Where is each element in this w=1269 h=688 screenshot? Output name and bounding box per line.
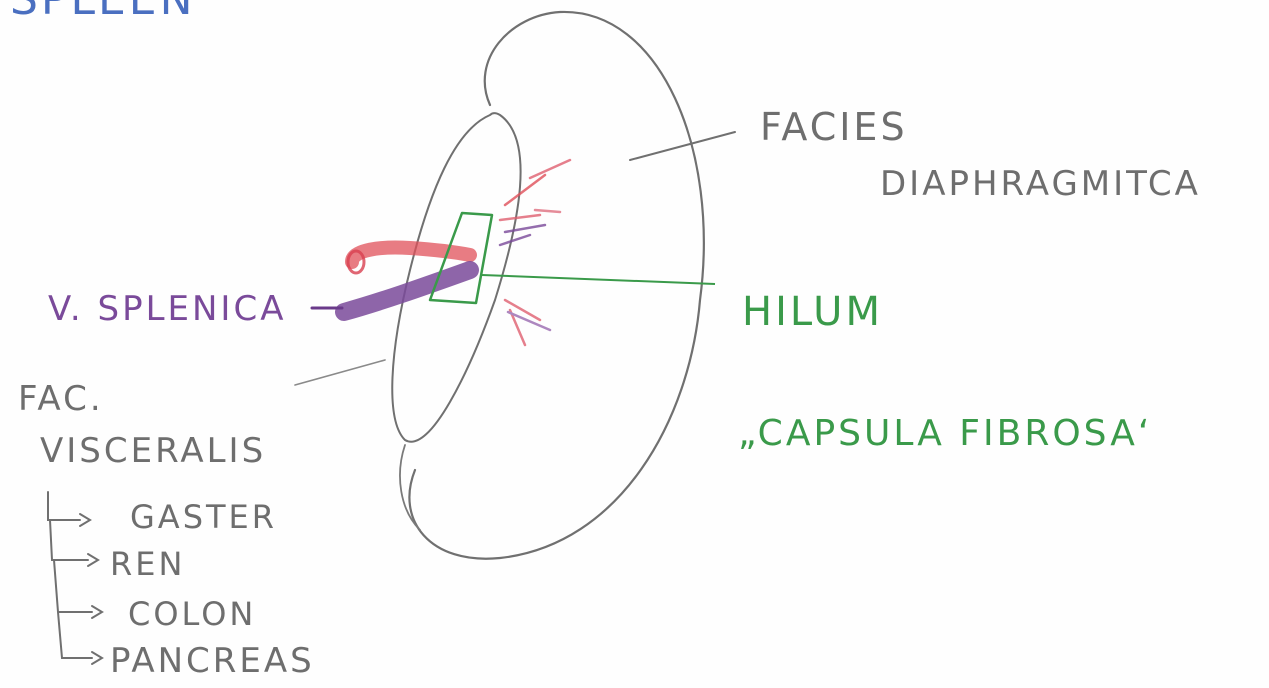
list-item-ren: REN bbox=[110, 545, 185, 583]
spleen-outer-contour bbox=[408, 10, 705, 560]
vessel-branches bbox=[498, 158, 572, 347]
list-item-gaster: GASTER bbox=[130, 498, 277, 536]
visceralis-label: VISCERALIS bbox=[40, 431, 266, 471]
facies-label-1: FACIES bbox=[760, 105, 908, 149]
facies-pointer bbox=[629, 131, 736, 161]
fac-label: FAC. bbox=[18, 379, 104, 419]
list-item-colon: COLON bbox=[128, 595, 256, 633]
hilum-box bbox=[428, 211, 494, 305]
splenic-artery bbox=[345, 240, 477, 269]
hilum-pointer bbox=[481, 274, 716, 285]
splenic-vein bbox=[335, 261, 479, 321]
hilum-label: HILUM bbox=[742, 289, 883, 335]
capsula-label: „CAPSULA FIBROSA‘ bbox=[738, 413, 1152, 454]
facies-label-2: DIAPHRAGMITCA bbox=[880, 164, 1201, 204]
spleen-inner-contour bbox=[391, 112, 522, 443]
list-item-pancreas: PANCREAS bbox=[110, 641, 315, 681]
list-arrows bbox=[79, 513, 104, 665]
spleen-outer-contour-lower bbox=[399, 444, 421, 531]
splenic-artery-end bbox=[346, 249, 366, 275]
v-splenica-label: V. SPLENICA bbox=[48, 289, 286, 329]
title-text: SPLEEN bbox=[10, 0, 196, 25]
fac-visceralis-pointer bbox=[294, 359, 386, 386]
list-bracket bbox=[47, 491, 93, 659]
